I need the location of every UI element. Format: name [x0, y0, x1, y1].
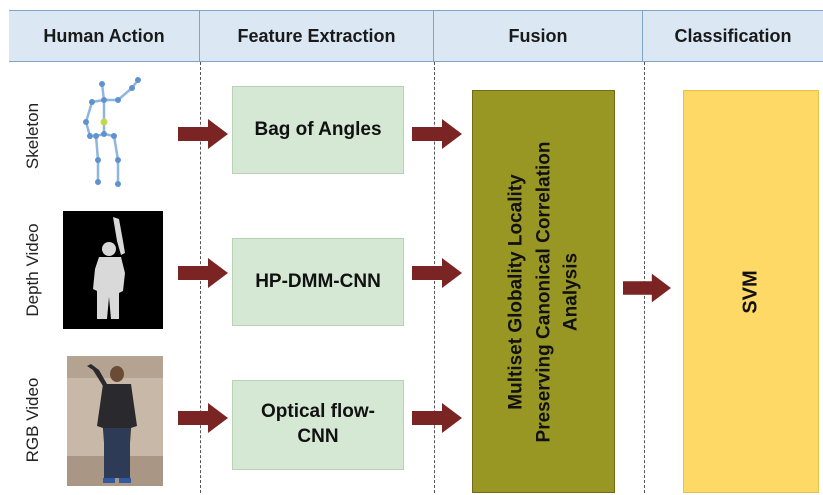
arrow-icon [412, 403, 462, 433]
arrow-icon [623, 273, 671, 303]
fusion-line: Preserving Canonical Correlation [532, 141, 554, 442]
skeleton-image [83, 77, 141, 187]
header-divider [642, 11, 643, 61]
fusion-text: Multiset Globality Locality Preserving C… [502, 102, 585, 482]
column-separator [644, 62, 645, 493]
header-divider [433, 11, 434, 61]
arrow-icon [412, 119, 462, 149]
row-label-skeleton: Skeleton [23, 102, 42, 170]
fusion-line: Multiset Globality Locality [505, 173, 527, 410]
header-divider [199, 11, 200, 61]
header-classification: Classification [674, 26, 792, 46]
header-feature-extraction: Feature Extraction [237, 26, 396, 46]
fusion-line: Analysis [560, 252, 582, 331]
depth-video-image [63, 211, 163, 329]
arrow-icon [178, 403, 228, 433]
arrow-icon [412, 258, 462, 288]
svm-box: SVM [683, 90, 819, 493]
feature-optical-flow-cnn: Optical flow- CNN [232, 380, 404, 470]
header-bar: Human Action Feature Extraction Fusion C… [9, 10, 823, 62]
fusion-box: Multiset Globality Locality Preserving C… [472, 90, 615, 493]
header-human-action: Human Action [43, 26, 165, 46]
row-label-rgb-video: RGB Video [23, 377, 42, 463]
arrow-icon [178, 119, 228, 149]
feature-bag-of-angles: Bag of Angles [232, 86, 404, 174]
feature-hp-dmm-cnn: HP-DMM-CNN [232, 238, 404, 326]
arrow-icon [178, 258, 228, 288]
rgb-video-image [67, 356, 163, 486]
row-label-depth-video: Depth Video [23, 223, 42, 317]
svm-label: SVM [739, 269, 762, 314]
header-fusion: Fusion [508, 26, 568, 46]
